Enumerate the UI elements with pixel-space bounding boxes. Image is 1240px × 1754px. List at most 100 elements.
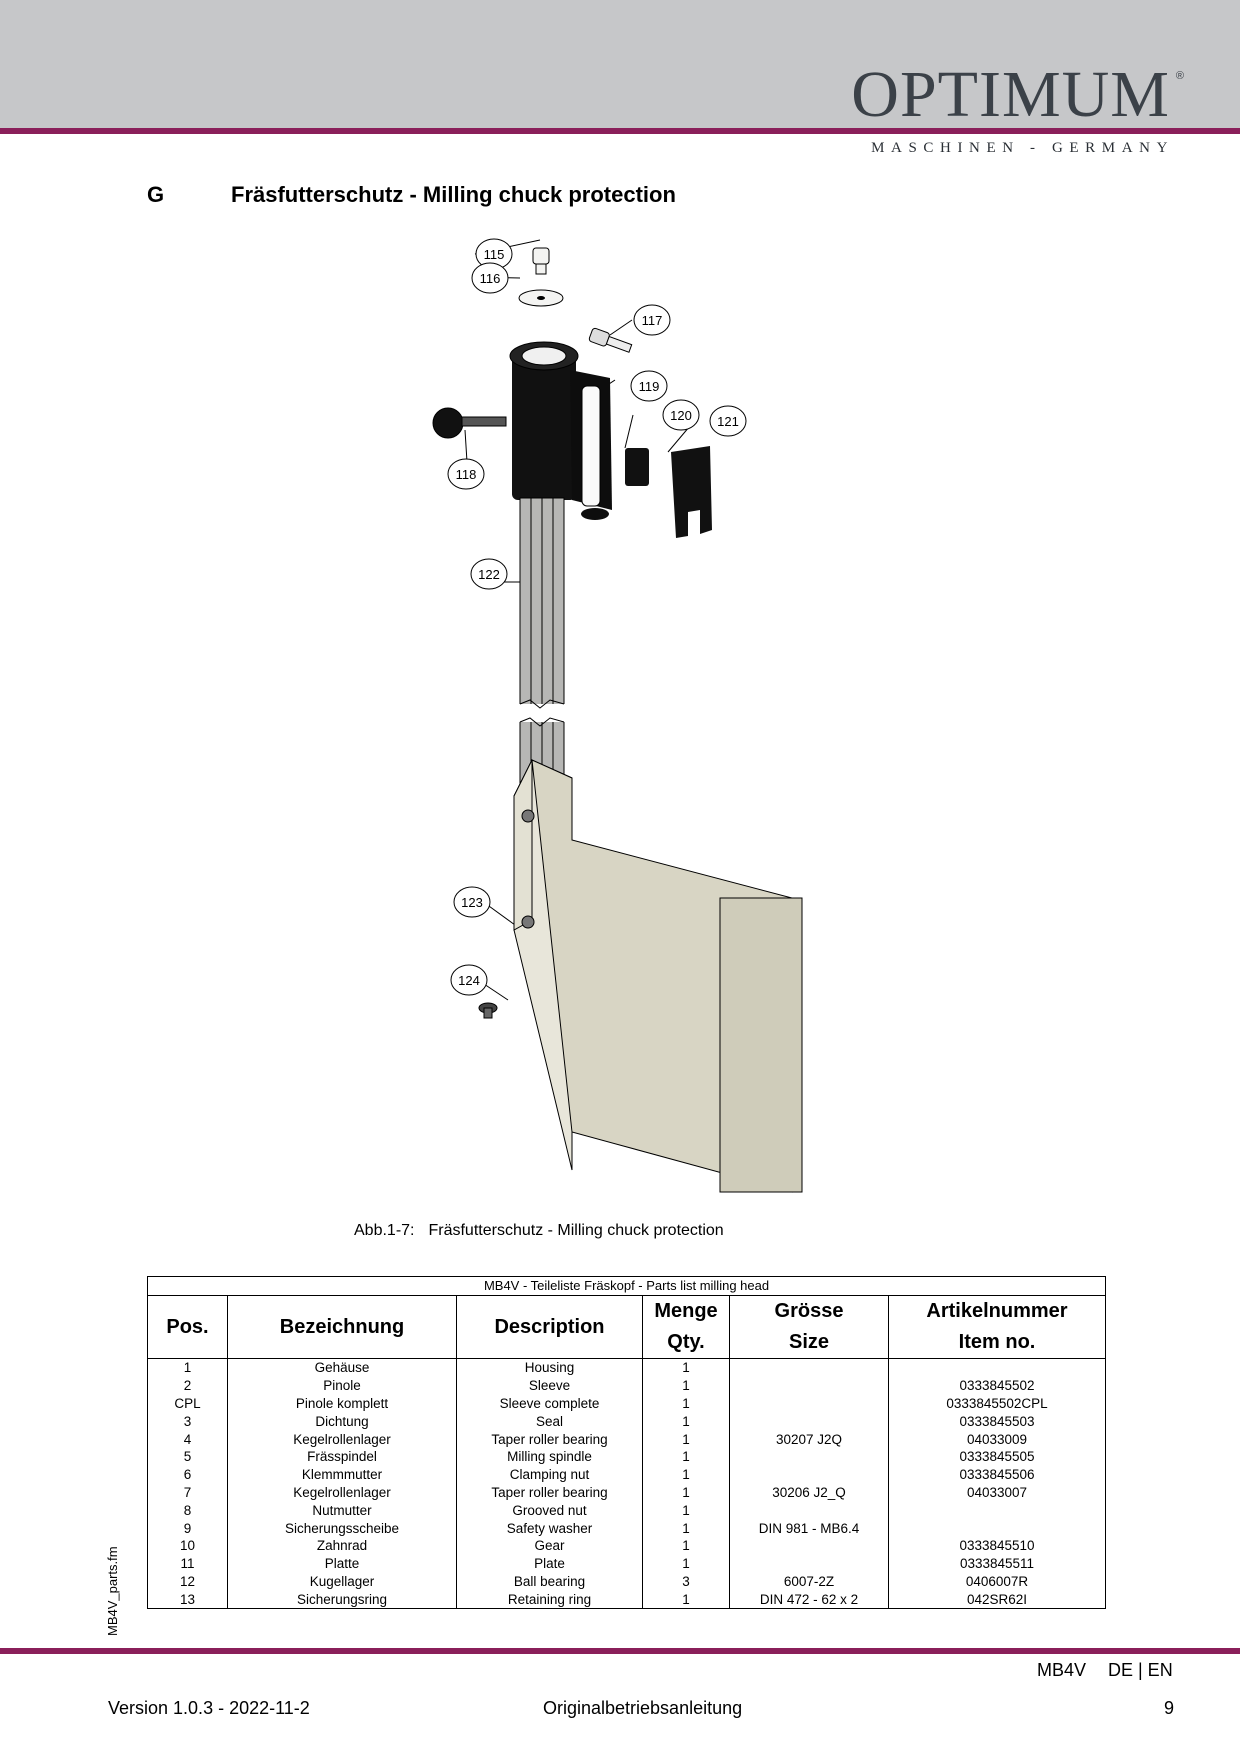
row-qty: 1 — [642, 1590, 730, 1610]
callout-123: 123 — [461, 895, 483, 910]
callout-117-bubble — [633, 304, 671, 336]
row-item-no: 0333845505 — [887, 1447, 1107, 1466]
row-item-no: 0333845502CPL — [887, 1394, 1107, 1413]
row-qty: 1 — [642, 1519, 730, 1537]
row-qty: 1 — [642, 1483, 730, 1502]
row-qty: 1 — [642, 1430, 730, 1448]
row-description: Gear — [456, 1536, 643, 1555]
footer-rule — [0, 1648, 1240, 1654]
callout-120: 120 — [670, 408, 692, 423]
callout-115: 115 — [484, 247, 505, 262]
row-qty: 1 — [642, 1412, 730, 1431]
figure-caption: Abb.1-7:Fräsfutterschutz - Milling chuck… — [354, 1222, 738, 1240]
row-item-no: 0333845510 — [887, 1536, 1107, 1555]
callout-121: 121 — [717, 414, 739, 429]
row-size: 30207 J2Q — [729, 1430, 889, 1448]
row-bezeichnung: Sicherungsscheibe — [227, 1519, 457, 1537]
row-bezeichnung: Zahnrad — [227, 1536, 457, 1555]
row-bezeichnung: Gehäuse — [227, 1357, 457, 1377]
footer-languages: DE | EN — [1108, 1660, 1173, 1680]
row-item-no: 0406007R — [887, 1572, 1107, 1591]
callout-117: 117 — [642, 313, 663, 328]
row-qty: 1 — [642, 1376, 730, 1395]
brand-logo: OPTIMUM ® MASCHINEN - GERMANY — [851, 62, 1184, 157]
row-pos: 6 — [147, 1465, 228, 1484]
row-pos: 9 — [147, 1519, 228, 1537]
row-item-no: 0333845506 — [887, 1465, 1107, 1484]
row-item-no — [887, 1357, 1107, 1377]
header-band — [0, 0, 1240, 128]
callout-124: 124 — [458, 973, 480, 988]
row-description: Plate — [456, 1554, 643, 1573]
footer-model: MB4V — [1037, 1660, 1087, 1680]
header-artikelnummer: Artikelnummer — [926, 1300, 1068, 1322]
row-description: Ball bearing — [456, 1572, 643, 1591]
row-pos: 11 — [147, 1554, 228, 1573]
row-pos: 4 — [147, 1430, 228, 1448]
row-bezeichnung: Frässpindel — [227, 1447, 457, 1466]
row-item-no: 0333845511 — [887, 1554, 1107, 1573]
header-rule — [0, 128, 1240, 134]
row-description: Sleeve complete — [456, 1394, 643, 1413]
row-qty: 1 — [642, 1554, 730, 1573]
callout-120-bubble — [662, 399, 700, 431]
callout-123-bubble — [453, 886, 491, 918]
row-size — [729, 1465, 889, 1484]
figure-caption-label: Abb.1-7: — [354, 1222, 415, 1239]
callout-119-bubble — [630, 370, 668, 402]
row-bezeichnung: Sicherungsring — [227, 1590, 457, 1610]
row-bezeichnung: Klemmmutter — [227, 1465, 457, 1484]
row-description: Taper roller bearing — [456, 1483, 643, 1502]
row-item-no: 042SR62I — [887, 1590, 1107, 1610]
row-size — [729, 1447, 889, 1466]
callout-119: 119 — [639, 379, 660, 394]
row-pos: 8 — [147, 1501, 228, 1520]
row-description: Retaining ring — [456, 1590, 643, 1610]
row-description: Housing — [456, 1357, 643, 1377]
row-pos: 10 — [147, 1536, 228, 1555]
header-menge: Menge — [654, 1300, 718, 1322]
row-pos: CPL — [147, 1394, 228, 1413]
callout-122-bubble — [470, 558, 508, 590]
header-qty: Qty. — [667, 1331, 705, 1353]
row-bezeichnung: Kugellager — [227, 1572, 457, 1591]
registered-mark: ® — [1175, 70, 1184, 82]
brand-tagline: MASCHINEN - GERMANY — [871, 140, 1174, 156]
row-pos: 12 — [147, 1572, 228, 1591]
header-bezeichnung: Bezeichnung — [227, 1295, 457, 1359]
source-file-label: MB4V_parts.fm — [105, 1546, 120, 1636]
header-item-number: Artikelnummer Item no. — [887, 1295, 1107, 1359]
row-size — [729, 1536, 889, 1555]
row-pos: 3 — [147, 1412, 228, 1431]
row-bezeichnung: Pinole komplett — [227, 1394, 457, 1413]
exploded-view-svg: 115 116 117 119 120 121 118 122 123 124 — [432, 238, 803, 1193]
parts-list-table: MB4V - Teileliste Fräskopf - Parts list … — [146, 1276, 1107, 1610]
row-size — [729, 1357, 889, 1377]
header-groesse: Grösse — [774, 1300, 844, 1322]
row-pos: 13 — [147, 1590, 228, 1610]
row-bezeichnung: Nutmutter — [227, 1501, 457, 1520]
callout-116-bubble — [471, 262, 509, 294]
row-size: 6007-2Z — [729, 1572, 889, 1591]
exploded-view-drawing: 115 116 117 119 120 121 118 122 123 124 — [420, 230, 820, 1200]
row-qty: 1 — [642, 1447, 730, 1466]
row-description: Milling spindle — [456, 1447, 643, 1466]
row-size: DIN 472 - 62 x 2 — [729, 1590, 889, 1610]
row-size: DIN 981 - MB6.4 — [729, 1519, 889, 1537]
row-pos: 1 — [147, 1357, 228, 1377]
row-item-no: 0333845503 — [887, 1412, 1107, 1431]
row-description: Safety washer — [456, 1519, 643, 1537]
header-item-no: Item no. — [958, 1331, 1036, 1353]
header-size-en: Size — [788, 1331, 830, 1353]
row-pos: 2 — [147, 1376, 228, 1395]
row-bezeichnung: Kegelrollenlager — [227, 1483, 457, 1502]
row-description: Sleeve — [456, 1376, 643, 1395]
section-title: Fräsfutterschutz - Milling chuck protect… — [231, 182, 676, 207]
